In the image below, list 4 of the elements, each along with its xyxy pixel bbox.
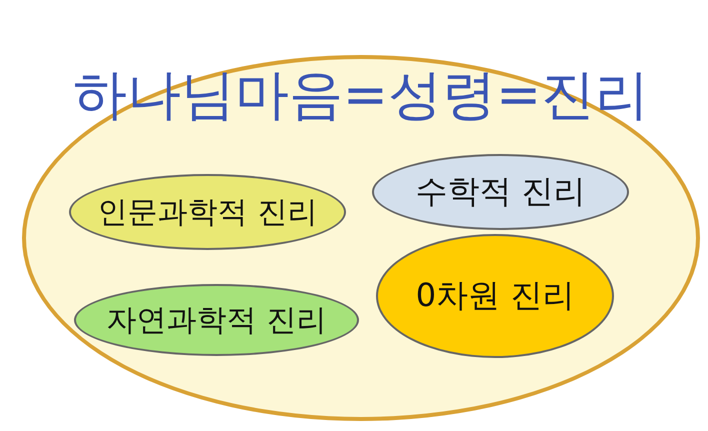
oval-label: 0차원 진리 — [416, 278, 574, 314]
oval-label: 자연과학적 진리 — [106, 304, 326, 336]
oval-label: 수학적 진리 — [415, 174, 586, 210]
oval-label: 인문과학적 진리 — [98, 196, 318, 228]
